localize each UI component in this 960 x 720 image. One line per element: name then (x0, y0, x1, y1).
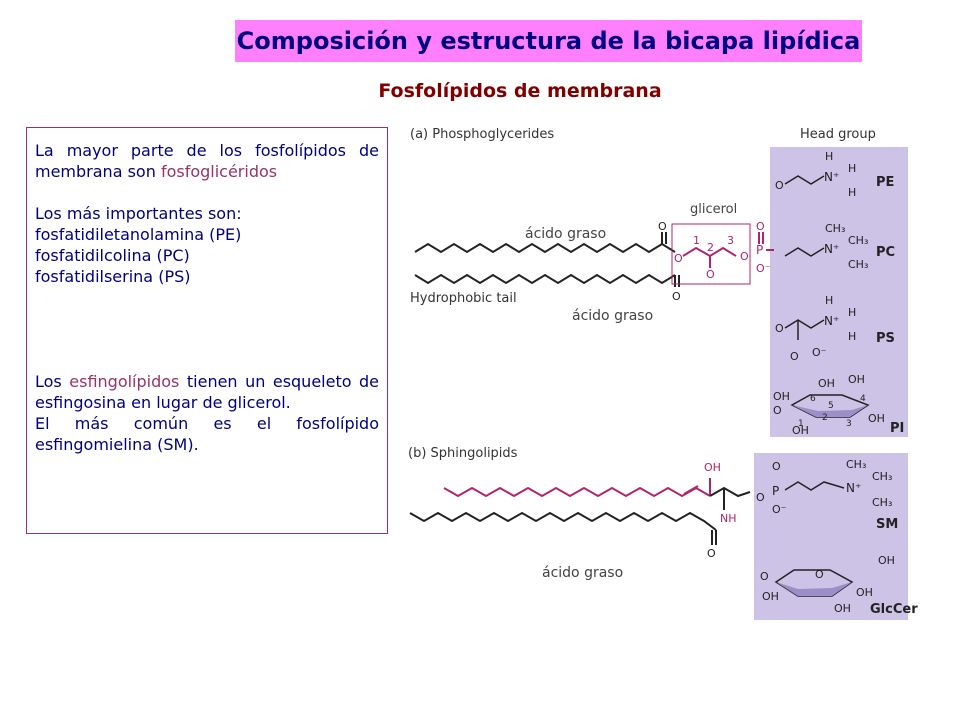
glc-oh-4: OH (834, 602, 851, 615)
pi-o: O (773, 404, 782, 417)
slide-subtitle: Fosfolípidos de membrana (378, 80, 662, 102)
section-a-label: (a) Phosphoglycerides (410, 127, 554, 142)
list-item-pe: fosfatidiletanolamina (PE) (35, 225, 242, 244)
glycerol-c3: 3 (727, 234, 734, 247)
pc-ch3-2: CH₃ (848, 234, 868, 247)
phosphate-o-minus: O⁻ (756, 262, 771, 275)
sm-phosphate-p: P (772, 484, 779, 498)
pi-num-4: 4 (860, 394, 866, 404)
acido-graso-label-2: ácido graso (572, 308, 653, 324)
phospholipid-diagram: (a) Phosphoglycerides Head group Hydroph… (400, 120, 920, 630)
p3-suffix: tienen un esqueleto de esfingosina en lu… (35, 372, 380, 412)
phosphate-p: P (756, 243, 763, 257)
head-label-pc: PC (876, 245, 895, 260)
head-label-pi: PI (890, 421, 904, 436)
ps-n: N⁺ (824, 314, 839, 328)
pi-num-1: 1 (798, 419, 804, 429)
ps-h3: H (848, 330, 856, 343)
ps-carboxyl-o: O (790, 350, 799, 363)
list-item-ps: fosfatidilserina (PS) (35, 267, 191, 286)
pi-num-6: 6 (810, 394, 816, 404)
pi-num-5: 5 (828, 401, 834, 411)
ps-h2: H (848, 306, 856, 319)
p1-highlight: fosfoglicéridos (160, 162, 278, 181)
pe-h2: H (848, 162, 856, 175)
p1-text: La mayor parte de los fosfolípidos de me… (35, 141, 379, 181)
pi-oh-2: OH (818, 377, 835, 390)
pe-h1: H (825, 150, 833, 163)
glycerol-o: O (706, 268, 715, 281)
pi-oh-5: OH (868, 412, 885, 425)
section-b-label: (b) Sphingolipids (408, 446, 518, 461)
list-item-pc: fosfatidilcolina (PC) (35, 246, 190, 265)
slide-title: Composición y estructura de la bicapa li… (235, 20, 862, 62)
ester-o-2: O (674, 252, 683, 265)
glycerol-c2: 2 (707, 241, 714, 254)
sm-ch3-2: CH₃ (872, 470, 892, 483)
sm-phosphate-o-top: O (772, 460, 781, 473)
ester-o-1: O (658, 220, 667, 233)
glycerol-c1: 1 (693, 234, 700, 247)
ester-o-3: O (672, 290, 681, 303)
head-label-ps: PS (876, 331, 895, 346)
sm-n: N⁺ (846, 481, 861, 495)
glc-o: O (760, 570, 769, 583)
sm-carbonyl-o: O (707, 547, 716, 560)
head-label-pe: PE (876, 175, 894, 190)
head-label-sm: SM (876, 517, 898, 532)
pi-num-3: 3 (846, 419, 852, 429)
p3-highlight: esfingolípidos (69, 372, 180, 391)
pe-n: N⁺ (824, 170, 839, 184)
sm-nh: NH (720, 512, 737, 525)
phosphate-o: O (740, 250, 749, 263)
glc-oh-2: OH (856, 586, 873, 599)
head-group-box-a (770, 147, 908, 437)
paragraph-list-title: Los más importantes son: (35, 204, 242, 223)
acido-graso-label-1: ácido graso (525, 226, 606, 242)
ps-o: O (775, 322, 784, 335)
sm-ch3-3: CH₃ (872, 496, 892, 509)
ps-carboxyl-ominus: O⁻ (812, 346, 827, 359)
fatty-acid-chain-1 (414, 242, 663, 254)
head-group-label: Head group (800, 127, 876, 142)
phosphate-o-top: O (756, 220, 765, 233)
pi-num-2: 2 (822, 413, 828, 423)
glc-oh-1: OH (878, 554, 895, 567)
fatty-acid-chain-2 (414, 273, 676, 285)
p3-prefix: Los (35, 372, 70, 391)
acido-graso-label-3: ácido graso (542, 565, 623, 581)
paragraph-esfingolipidos: Los esfingolípidos tienen un esqueleto d… (35, 371, 379, 413)
hydrophobic-tail-label: Hydrophobic tail (410, 291, 517, 306)
pc-n: N⁺ (824, 242, 839, 256)
pc-ch3-3: CH₃ (848, 258, 868, 271)
pi-oh-3: OH (848, 373, 865, 386)
pe-h3: H (848, 186, 856, 199)
pc-ch3-1: CH₃ (825, 222, 845, 235)
sphingosine-chain (443, 486, 711, 498)
sm-phosphate-o: O (756, 491, 765, 504)
ps-h1: H (825, 294, 833, 307)
sm-phosphate-ominus: O⁻ (772, 503, 787, 516)
paragraph-fosfogliceridos: La mayor parte de los fosfolípidos de me… (35, 140, 379, 182)
sm-ch3-1: CH₃ (846, 458, 866, 471)
head-label-glccer: GlcCer (870, 602, 918, 617)
pi-oh-1: OH (773, 390, 790, 403)
pe-o: O (775, 179, 784, 192)
pi-oh-4: OH (792, 424, 809, 437)
glycerol-box (671, 223, 751, 285)
glc-oh-3: OH (762, 590, 779, 603)
fatty-acid-chain-3 (409, 511, 717, 531)
glicerol-label: glicerol (690, 202, 737, 217)
explanation-textbox: La mayor parte de los fosfolípidos de me… (26, 127, 388, 534)
glc-ring-o: O (815, 568, 824, 581)
paragraph-sm: El más común es el fosfolípido esfingomi… (35, 414, 379, 454)
sm-oh: OH (704, 461, 721, 474)
